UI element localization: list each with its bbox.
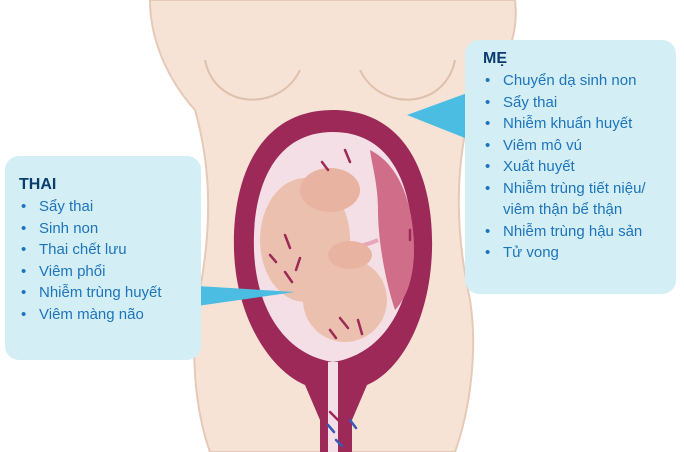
fetus-head [303,258,387,342]
fetus-complication-item-text: Sinh non [39,220,98,237]
fetus-complication-item-text: Viêm màng não [39,306,144,323]
bullet-icon: • [21,196,26,218]
mother-complication-item-text: Nhiễm trùng hậu sản [503,223,642,240]
mother-complication-item: • Xuất huyết [483,156,666,178]
bullet-icon: • [485,92,490,114]
mother-complication-item-text: Xuất huyết [503,158,575,175]
fetus-complication-item-text: Sẩy thai [39,198,93,215]
fetus-complication-item: • Viêm màng não [19,304,193,326]
fetus-leg [300,168,360,212]
mother-complications-list: • Chuyển dạ sinh non • Sẩy thai • Nhiễm khuẩn… [483,70,666,264]
fetus-complication-item-text: Viêm phổi [39,263,105,280]
bullet-icon: • [485,156,490,178]
fetus-complication-item: • Nhiễm trùng huyết [19,282,193,304]
mother-complications-panel: MẸ • Chuyển dạ sinh non • Sẩy thai • Nhiễm kh… [465,40,676,294]
bullet-icon: • [21,239,26,261]
fetus-complication-item: • Thai chết lưu [19,239,193,261]
fetus-complication-item-text: Thai chết lưu [39,241,127,258]
bullet-icon: • [485,113,490,135]
fetus-complication-item: • Sẩy thai [19,196,193,218]
mother-title: MẸ [483,50,666,68]
mother-complication-item-text: Nhiễm khuẩn huyết [503,115,632,132]
fetus-complication-item-text: Nhiễm trùng huyết [39,284,162,301]
mother-complication-item: • Nhiễm trùng tiết niệu/ [483,178,666,200]
mother-complication-item: • Nhiễm khuẩn huyết [483,113,666,135]
fetus-title: THAI [19,176,193,194]
fetus-arm [328,241,372,269]
mother-complication-item: • Nhiễm trùng hậu sản [483,221,666,243]
bullet-icon: • [21,261,26,283]
bullet-icon: • [485,242,490,264]
bullet-icon: • [485,70,490,92]
mother-complication-item-text: viêm thận bể thận [503,201,622,218]
fetus-complications-list: • Sẩy thai • Sinh non • Thai chết lưu • Viêm ph… [19,196,193,325]
mother-complication-item-text: Tử vong [503,244,559,261]
bullet-icon: • [21,218,26,240]
fetus-complication-item: • Sinh non [19,218,193,240]
bullet-icon: • [485,135,490,157]
mother-complication-item-text: Chuyển dạ sinh non [503,72,636,89]
bullet-icon: • [485,221,490,243]
bullet-icon: • [21,282,26,304]
mother-complication-item: • Tử vong [483,242,666,264]
fetus-complications-panel: THAI • Sẩy thai • Sinh non • Thai chết lưu • Vi… [5,156,201,360]
mother-complication-item: • Viêm mô vú [483,135,666,157]
bullet-icon: • [485,178,490,200]
mother-complication-item: • Sẩy thai [483,92,666,114]
mother-complication-item: viêm thận bể thận [483,199,666,221]
fetus-complication-item: • Viêm phổi [19,261,193,283]
mother-complication-item-text: Nhiễm trùng tiết niệu/ [503,180,646,197]
mother-complication-item-text: Viêm mô vú [503,137,582,154]
cervical-canal [328,362,338,452]
mother-complication-item-text: Sẩy thai [503,94,557,111]
mother-complication-item: • Chuyển dạ sinh non [483,70,666,92]
bullet-icon: • [21,304,26,326]
